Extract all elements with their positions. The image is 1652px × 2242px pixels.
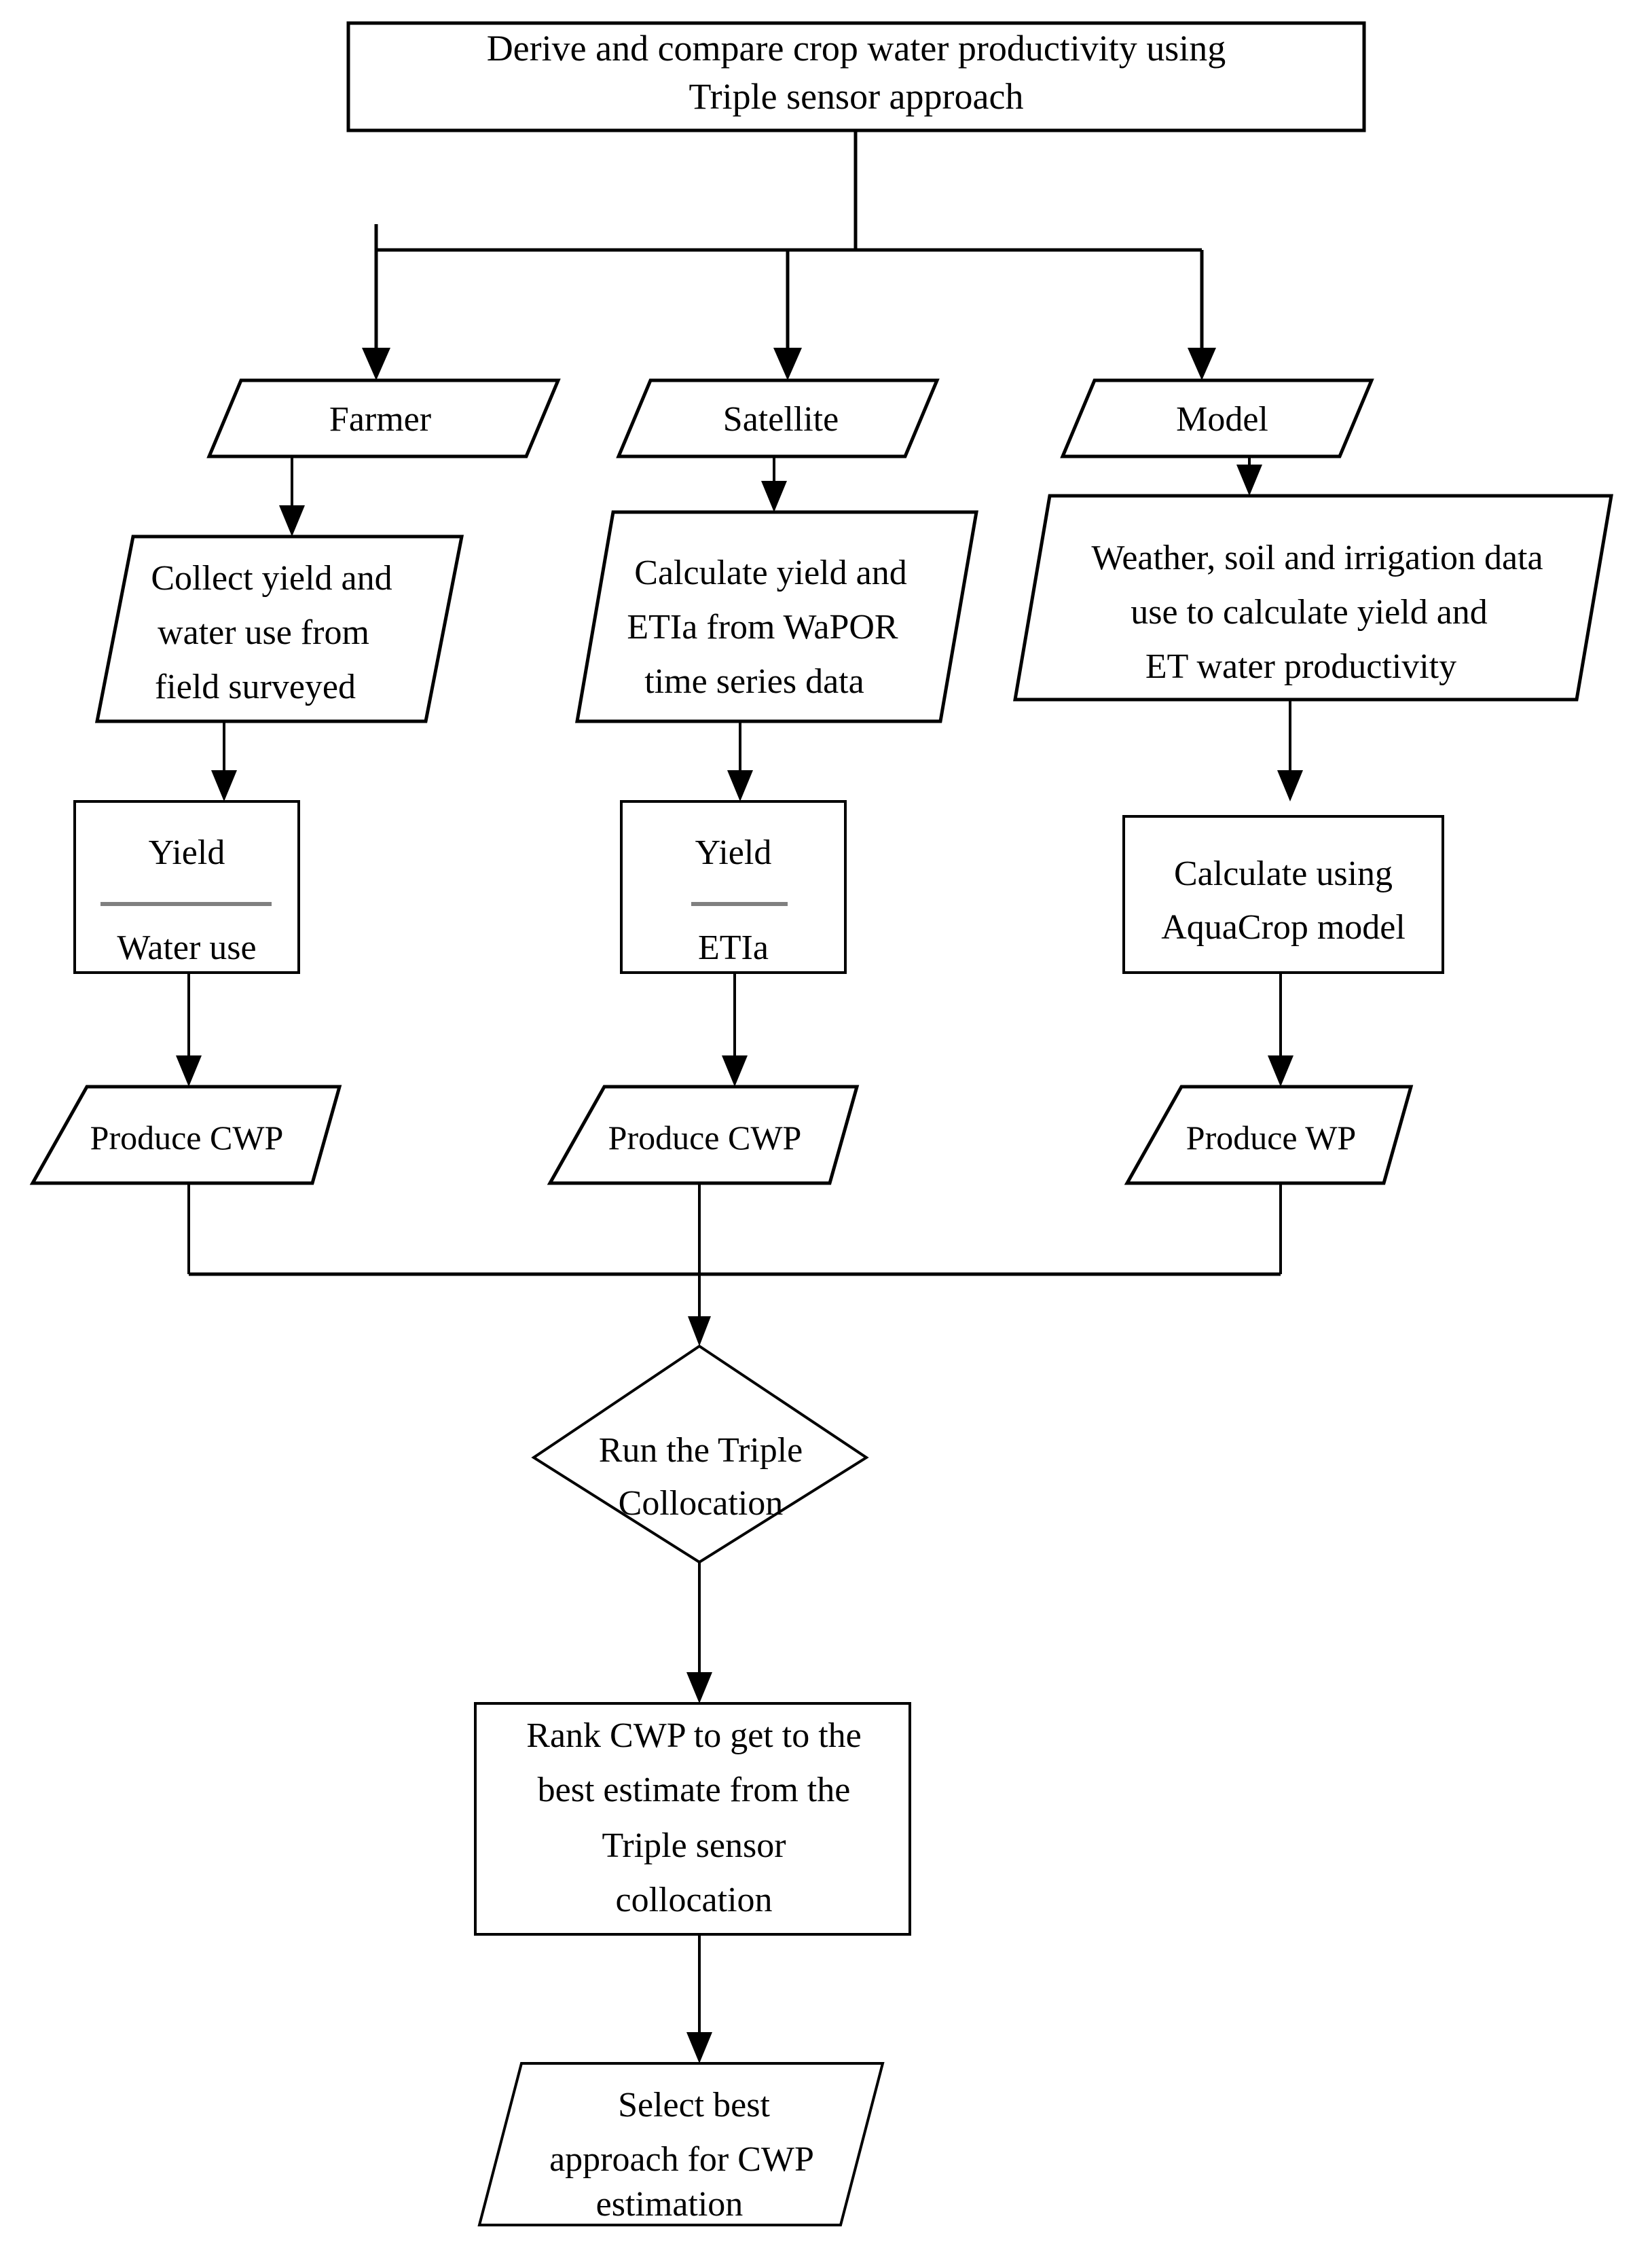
- final-line-2: approach for CWP: [549, 2140, 814, 2179]
- process-satellite-line-2: ETIa from WaPOR: [627, 608, 898, 647]
- arrow-fraction-to-produce-satellite: [722, 1055, 748, 1087]
- process-farmer-line-1: Collect yield and: [151, 559, 392, 598]
- source-satellite-label: Satellite: [723, 400, 839, 439]
- aquacrop-line-1: Calculate using: [1174, 854, 1393, 893]
- process-farmer-shape: [94, 535, 464, 723]
- arrow-aquacrop-to-produce-model: [1268, 1055, 1293, 1087]
- arrow-decision-to-rank: [686, 1672, 712, 1703]
- arrow-fork-to-model: [1188, 348, 1216, 380]
- aquacrop-line-2: AquaCrop model: [1161, 908, 1406, 947]
- final-shape: [477, 2062, 885, 2226]
- node-fraction-satellite[interactable]: Yield ETIa: [620, 800, 847, 974]
- fraction-satellite-numerator: Yield: [695, 833, 772, 872]
- source-model-label: Model: [1176, 400, 1268, 439]
- arrow-fork-to-farmer: [362, 348, 390, 380]
- source-farmer-label: Farmer: [329, 400, 431, 439]
- process-model-line-2: use to calculate yield and: [1131, 593, 1488, 632]
- arrow-merge-to-decision: [688, 1316, 711, 1346]
- node-process-satellite[interactable]: Calculate yield and ETIa from WaPOR time…: [575, 510, 978, 723]
- rank-line-4: collocation: [615, 1881, 772, 1919]
- arrow-satellite-to-calculate: [761, 481, 787, 512]
- title-line-2: Triple sensor approach: [689, 76, 1024, 117]
- process-farmer-line-3: field surveyed: [155, 668, 356, 706]
- node-produce-farmer[interactable]: Produce CWP: [29, 1085, 342, 1185]
- produce-satellite-label: Produce CWP: [608, 1119, 802, 1157]
- node-source-model[interactable]: Model: [1060, 378, 1374, 458]
- node-final[interactable]: Select best approach for CWP estimation: [477, 2062, 885, 2226]
- node-source-satellite[interactable]: Satellite: [616, 378, 940, 458]
- arrow-fork-to-satellite: [773, 348, 802, 380]
- fraction-satellite-denominator: ETIa: [698, 928, 769, 967]
- produce-farmer-label: Produce CWP: [90, 1119, 284, 1157]
- fraction-farmer-numerator: Yield: [149, 833, 225, 872]
- node-produce-satellite[interactable]: Produce CWP: [547, 1085, 860, 1185]
- node-decision[interactable]: Run the Triple Collocation: [531, 1344, 869, 1564]
- rank-line-3: Triple sensor: [602, 1826, 786, 1865]
- fraction-farmer-denominator: Water use: [117, 928, 256, 967]
- source-model-shape: [1060, 378, 1374, 458]
- node-fraction-farmer[interactable]: Yield Water use: [73, 800, 300, 974]
- process-farmer-line-2: water use from: [158, 613, 369, 652]
- produce-model-label: Produce WP: [1186, 1119, 1356, 1157]
- title-line-1: Derive and compare crop water productivi…: [487, 28, 1226, 69]
- node-process-model[interactable]: Weather, soil and irrigation data use to…: [1013, 494, 1613, 702]
- node-title[interactable]: Derive and compare crop water productivi…: [346, 21, 1366, 132]
- arrow-rank-to-final: [686, 2032, 712, 2063]
- produce-model-shape: [1124, 1085, 1414, 1185]
- rank-line-1: Rank CWP to get to the: [526, 1716, 861, 1755]
- produce-satellite-shape: [547, 1085, 860, 1185]
- decision-line-1: Run the Triple: [599, 1431, 803, 1470]
- decision-line-2: Collocation: [619, 1484, 784, 1523]
- final-line-1: Select best: [618, 2086, 770, 2125]
- node-aquacrop[interactable]: Calculate using AquaCrop model: [1122, 815, 1444, 974]
- process-model-line-3: ET water productivity: [1145, 647, 1456, 686]
- produce-farmer-shape: [29, 1085, 342, 1185]
- node-source-farmer[interactable]: Farmer: [206, 378, 561, 458]
- source-farmer-shape: [206, 378, 561, 458]
- node-rank[interactable]: Rank CWP to get to the best estimate fro…: [474, 1702, 911, 1936]
- arrow-farmer-to-collect: [279, 505, 305, 537]
- node-produce-model[interactable]: Produce WP: [1124, 1085, 1414, 1185]
- rank-shape: [474, 1702, 911, 1936]
- process-satellite-shape: [575, 510, 978, 723]
- title-box-shape: [346, 21, 1366, 132]
- final-line-3: estimation: [596, 2185, 744, 2224]
- arrow-weather-to-aquacrop: [1277, 770, 1303, 801]
- connector-layer: [176, 130, 1303, 2063]
- aquacrop-shape: [1122, 815, 1444, 974]
- arrow-fraction-to-produce-farmer: [176, 1055, 202, 1087]
- rank-line-2: best estimate from the: [538, 1771, 851, 1809]
- process-satellite-line-1: Calculate yield and: [634, 554, 906, 592]
- process-model-shape: [1013, 494, 1613, 702]
- node-process-farmer[interactable]: Collect yield and water use from field s…: [94, 535, 464, 723]
- arrow-calculate-to-fraction: [727, 770, 753, 801]
- arrow-collect-to-fraction: [211, 770, 237, 801]
- decision-shape: [531, 1344, 869, 1564]
- arrow-model-to-weather: [1236, 465, 1262, 496]
- fraction-farmer-shape: [73, 800, 300, 974]
- process-satellite-line-3: time series data: [644, 662, 864, 701]
- process-model-line-1: Weather, soil and irrigation data: [1091, 539, 1543, 577]
- fraction-satellite-shape: [620, 800, 847, 974]
- source-satellite-shape: [616, 378, 940, 458]
